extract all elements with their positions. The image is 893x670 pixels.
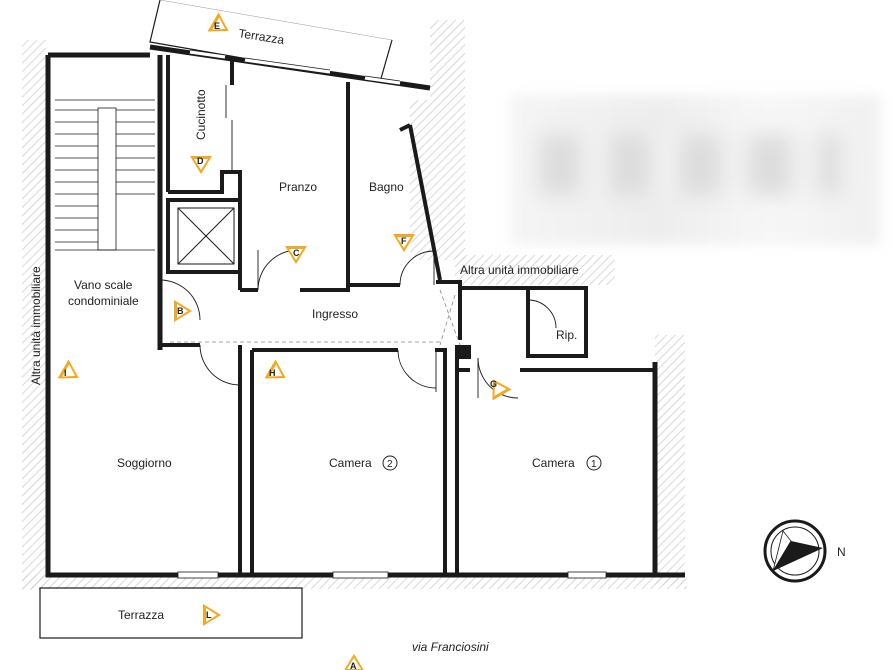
- label-bagno: Bagno: [369, 180, 404, 194]
- marker-c-label: C: [293, 248, 300, 258]
- label-street: via Franciosini: [412, 640, 489, 654]
- staircase: [55, 99, 155, 251]
- label-vano-scale-1: Vano scale: [74, 278, 133, 292]
- hatch-left: [22, 40, 46, 590]
- label-terrazza-bottom: Terrazza: [118, 608, 164, 622]
- label-vano-scale-2: condominiale: [68, 294, 139, 308]
- label-ingresso: Ingresso: [312, 307, 358, 321]
- pillar: [455, 345, 471, 359]
- label-camera-2: Camera: [329, 456, 372, 470]
- label-altra-unita-right: Altra unità immobiliare: [460, 263, 579, 277]
- marker-g-label: G: [490, 379, 497, 389]
- camera-1-number-circle: [586, 455, 602, 471]
- label-pranzo: Pranzo: [279, 180, 317, 194]
- compass: [763, 519, 827, 583]
- marker-d-label: D: [197, 156, 204, 166]
- label-cucinotto: Cucinotto: [194, 89, 208, 140]
- camera-2-number-circle: [382, 455, 398, 471]
- dashed-lines: [170, 289, 461, 346]
- marker-e-label: E: [214, 21, 220, 31]
- label-rip: Rip.: [556, 328, 577, 342]
- terrace-bottom: [39, 587, 303, 639]
- hatch-top: [430, 20, 465, 100]
- label-camera-1: Camera: [532, 456, 575, 470]
- marker-i-label: I: [64, 368, 67, 378]
- label-terrazza-top: Terrazza: [238, 26, 286, 47]
- hatch-right-top: [410, 100, 465, 260]
- marker-a-label: A: [350, 661, 357, 670]
- label-camera-2-number: 2: [387, 459, 393, 470]
- marker-b-label: B: [177, 306, 184, 316]
- top-windows: [189, 50, 401, 85]
- marker-l-label: L: [206, 610, 212, 620]
- marker-i[interactable]: [57, 359, 85, 388]
- hatch-right-unit: [455, 255, 615, 285]
- label-soggiorno: Soggiorno: [117, 456, 172, 470]
- compass-label: N: [837, 545, 846, 559]
- label-altra-unita-left: Altra unità immobiliare: [29, 266, 43, 385]
- top-windows-lines: [189, 49, 401, 86]
- outer-walls: [45, 44, 685, 578]
- marker-h-label: H: [269, 368, 276, 378]
- door-swings: [159, 85, 557, 399]
- interior-walls: [160, 55, 655, 575]
- marker-f-label: F: [401, 236, 407, 246]
- hatch-right: [655, 335, 685, 585]
- blurred-logo-area: [510, 95, 880, 245]
- marker-e[interactable]: [207, 12, 235, 41]
- hatch-bottom: [22, 575, 687, 589]
- bottom-windows: [177, 571, 607, 579]
- elevator: [166, 198, 242, 274]
- label-camera-1-number: 1: [591, 459, 597, 470]
